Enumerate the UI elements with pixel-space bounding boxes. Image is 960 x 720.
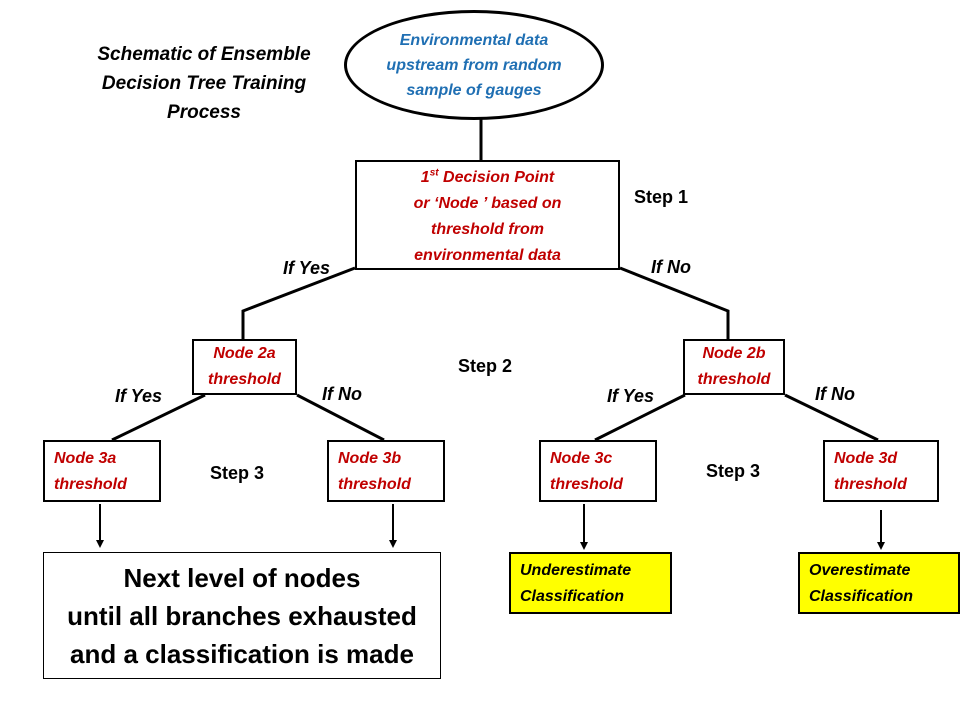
step2-label: Step 2 <box>458 356 513 376</box>
node2a-yes-label: If Yes <box>115 386 163 406</box>
node3d-line: Node 3d <box>834 450 898 467</box>
node2b-line: threshold <box>697 371 771 388</box>
node3d-line: threshold <box>834 476 907 493</box>
overestimate-line: Classification <box>809 588 914 605</box>
node1-line: environmental data <box>414 247 561 264</box>
node1-heading-superscript: st <box>429 167 439 179</box>
next-level-line: and a classification is made <box>70 638 414 669</box>
root-line: upstream from random <box>386 56 562 74</box>
node2b-line: Node 2b <box>702 345 766 362</box>
step1-label: Step 1 <box>634 187 689 207</box>
decision-node-2b: Node 2b threshold <box>683 339 785 395</box>
next-level-line: until all branches exhausted <box>67 600 417 631</box>
node3a-line: threshold <box>54 476 127 493</box>
node2a-yes-branch <box>111 393 206 442</box>
overestimate-line: Overestimate <box>809 562 911 579</box>
next-level-line: Next level of nodes <box>123 562 361 593</box>
node1-line: or ‘Node ’ based on <box>413 195 562 212</box>
node2a-no-branch <box>296 393 385 442</box>
node2a-line: Node 2a <box>213 345 276 362</box>
node2b-yes-branch <box>594 393 686 442</box>
title-line: Schematic of Ensemble <box>97 44 311 65</box>
root-data-node: Environmental data upstream from random … <box>344 10 604 120</box>
node3c-line: Node 3c <box>550 450 613 467</box>
node1-yes-branch <box>241 266 356 339</box>
node2b-no-label: If No <box>815 384 855 404</box>
diagram-title: Schematic of Ensemble Decision Tree Trai… <box>74 40 334 127</box>
node3b-line: Node 3b <box>338 450 402 467</box>
overestimate-classification-box: Overestimate Classification <box>798 552 960 614</box>
node1-no-label: If No <box>651 257 691 277</box>
decision-node-3b: Node 3b threshold <box>327 440 445 502</box>
node1-no-branch <box>619 266 730 339</box>
node2a-line: threshold <box>208 371 281 388</box>
decision-node-3c: Node 3c threshold <box>539 440 657 502</box>
node3b-line: threshold <box>338 476 411 493</box>
underestimate-line: Classification <box>520 588 625 605</box>
title-line: Decision Tree Training <box>101 73 307 94</box>
node3c-line: threshold <box>550 476 623 493</box>
title-line: Process <box>167 102 241 123</box>
node2b-yes-label: If Yes <box>607 386 655 406</box>
underestimate-classification-box: Underestimate Classification <box>509 552 672 614</box>
root-line: sample of gauges <box>406 81 542 99</box>
node3a-line: Node 3a <box>54 450 117 467</box>
underestimate-line: Underestimate <box>520 562 632 579</box>
node1-line: threshold from <box>431 221 544 238</box>
node2b-no-branch <box>784 393 879 442</box>
step3-left-label: Step 3 <box>210 463 265 483</box>
decision-node-2a: Node 2a threshold <box>192 339 297 395</box>
decision-node-3a: Node 3a threshold <box>43 440 161 502</box>
node1-heading-text: Decision Point <box>438 169 555 186</box>
node2a-no-label: If No <box>322 384 362 404</box>
root-line: Environmental data <box>399 31 549 49</box>
decision-node-3d: Node 3d threshold <box>823 440 939 502</box>
step3-right-label: Step 3 <box>706 461 761 481</box>
node1-yes-label: If Yes <box>283 258 331 278</box>
node1-heading: 1st Decision Point <box>357 165 618 191</box>
decision-node-1: 1st Decision Point or ‘Node ’ based on t… <box>355 160 620 270</box>
next-level-box: Next level of nodes until all branches e… <box>43 552 441 679</box>
node1-heading-number: 1 <box>420 169 430 186</box>
